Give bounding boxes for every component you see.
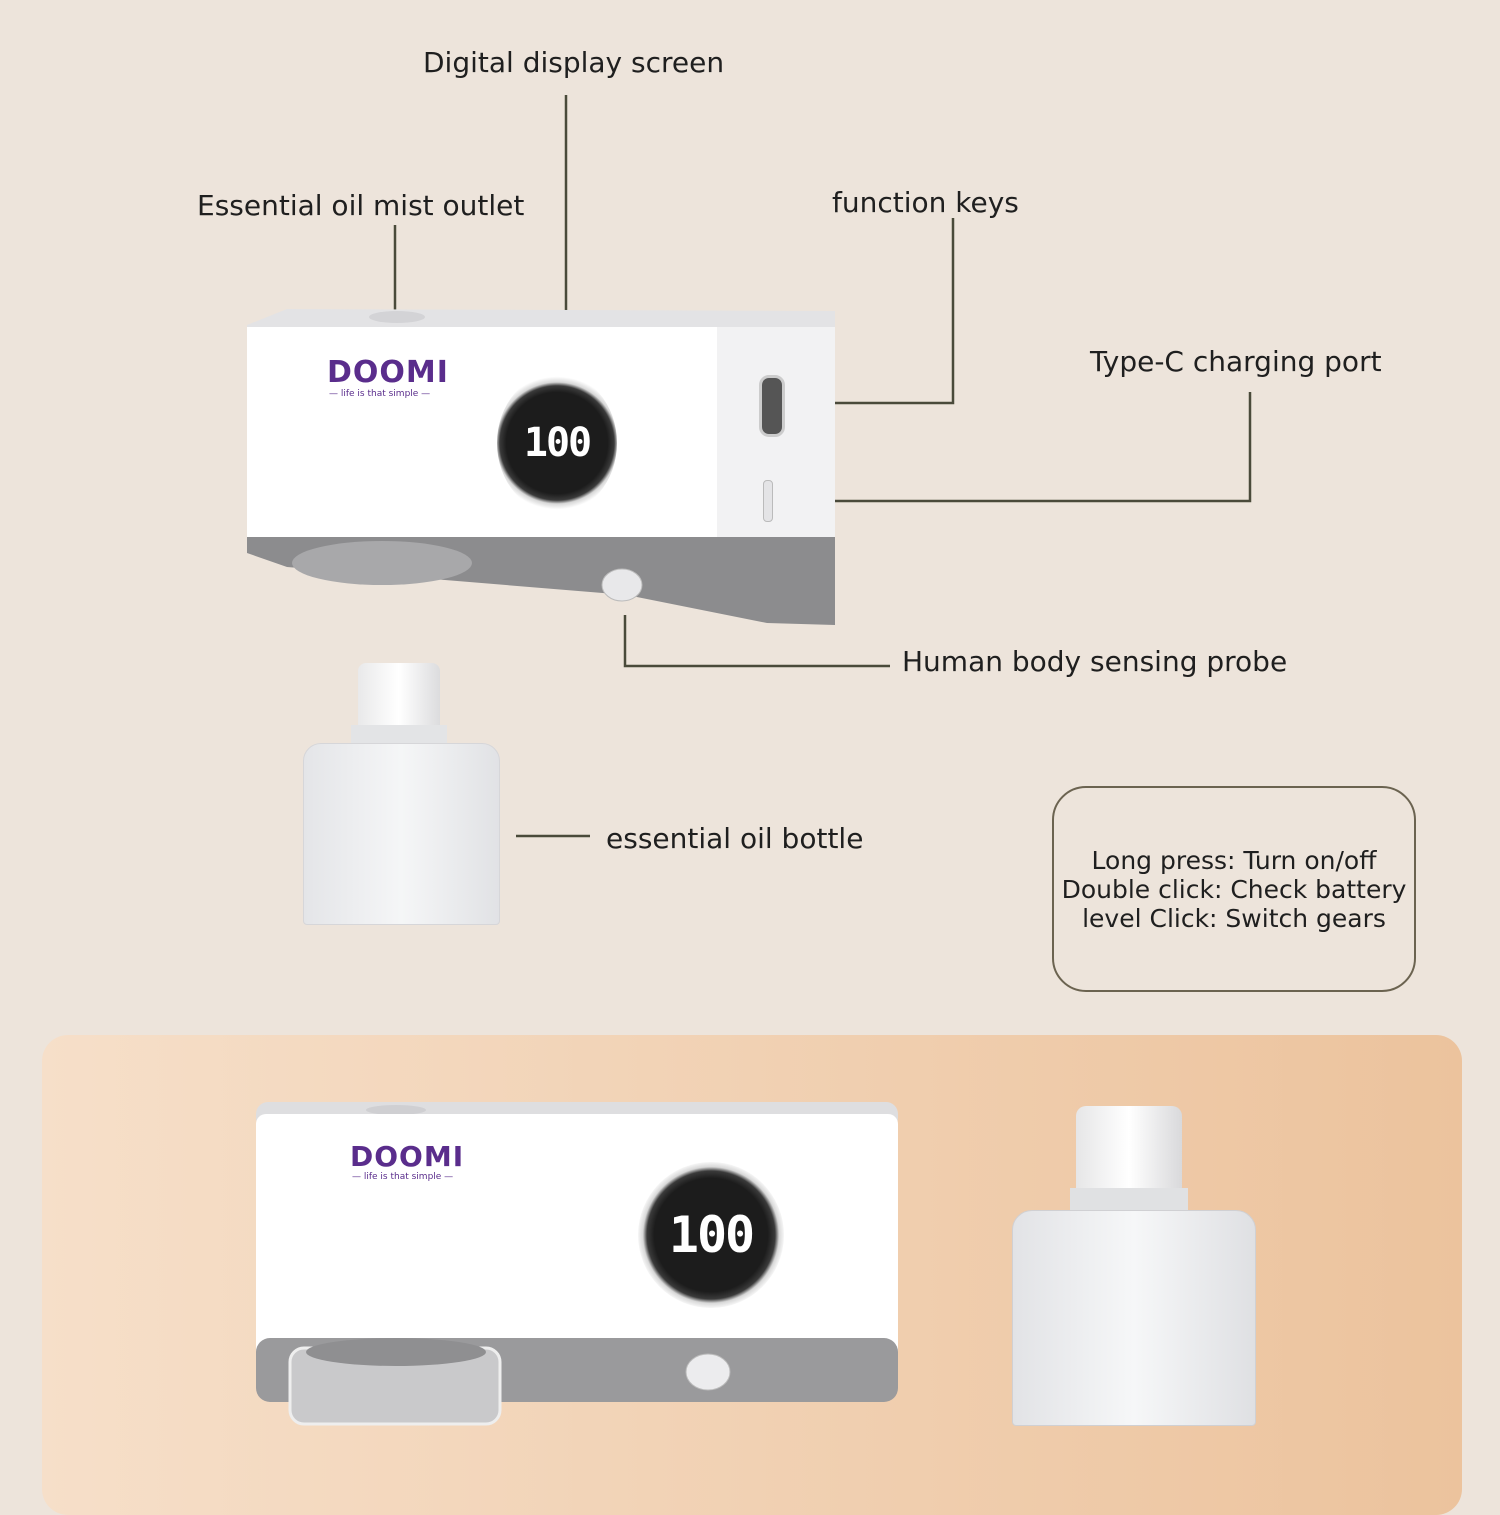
oil-bottle-top [303,663,500,925]
instruction-line-1: Long press: Turn on/off [1091,845,1377,875]
mist-outlet-hole [369,311,425,323]
instruction-line-2: Double click: Check battery [1061,874,1407,904]
function-keys-label: function keys [832,186,1019,219]
bottle-body [303,743,500,925]
oil-bottle-bottom [1012,1106,1256,1426]
typec-leader [796,392,1252,503]
diffuser-device-bottom: DOOMI — life is that simple — 100 [256,1100,898,1430]
sensor-probe-dome [601,568,643,602]
typec-port [763,480,773,522]
brand-logo-bottom: DOOMI [350,1140,465,1173]
bottle-cap [358,663,440,729]
instruction-line-3: level Click: Switch gears [1082,903,1386,933]
mist-outlet-label: Essential oil mist outlet [197,189,525,222]
body-probe-label: Human body sensing probe [902,645,1288,678]
bottle-cap-bottom [1076,1106,1182,1192]
display-digits-bottom: 100 [668,1206,755,1264]
display-digits: 100 [523,420,592,466]
function-keys-leader [796,218,955,405]
digital-display-bottom: 100 [638,1162,784,1308]
probe-leader [623,615,890,668]
digital-display-label: Digital display screen [423,46,725,79]
instructions-box: Long press: Turn on/off Double click: Ch… [1052,786,1416,992]
diffuser-device-top: DOOMI — life is that simple — 100 [247,305,835,630]
typec-port-label: Type-C charging port [1090,345,1382,378]
bottle-neck [351,725,447,747]
oil-bottle-label: essential oil bottle [606,822,864,855]
digital-display: 100 [497,373,617,513]
sensor-probe-dome-bottom [685,1353,731,1391]
brand-tagline: — life is that simple — [329,389,431,399]
brand-logo: DOOMI [327,355,449,390]
bottle-body-bottom [1012,1210,1256,1426]
function-key-button[interactable] [759,375,785,437]
brand-tagline-bottom: — life is that simple — [352,1172,454,1182]
